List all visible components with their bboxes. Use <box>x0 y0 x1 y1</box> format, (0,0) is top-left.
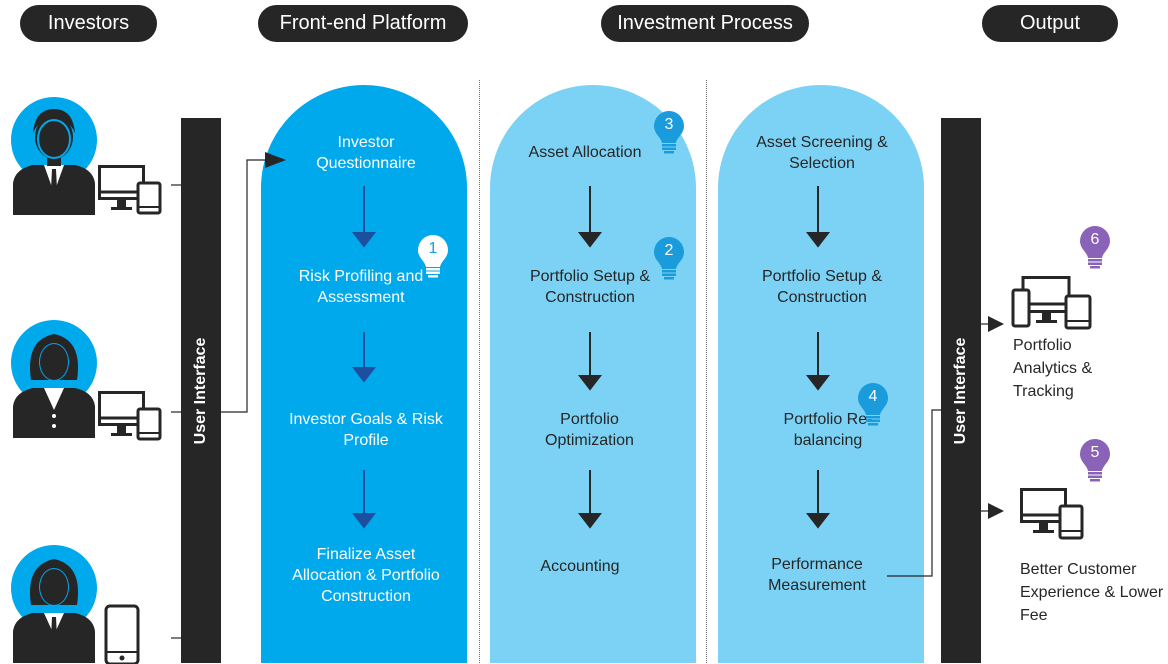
step-accounting: Accounting <box>540 558 620 575</box>
lightbulb-icon <box>1080 439 1110 482</box>
step-portfolio-rebalancing: Portfolio Re-balancing <box>783 411 873 449</box>
arrow-down <box>351 470 377 529</box>
smartphone-icon <box>104 604 140 664</box>
step-investor-questionnaire: Investor Questionnaire <box>316 134 416 172</box>
step-asset-screening: Asset Screening & Selection <box>756 134 888 172</box>
badge-number: 1 <box>428 240 438 257</box>
arrow-down <box>805 332 831 391</box>
lightbulb-icon <box>654 237 684 280</box>
step-performance-measurement: Performance Measurement <box>768 556 866 594</box>
user-interface-bar-left: User Interface <box>181 118 221 663</box>
investor-female-avatar-icon <box>11 320 97 438</box>
desktop-tablet-icon <box>1020 488 1084 540</box>
connector-line <box>887 409 941 577</box>
separator-2 <box>706 80 707 663</box>
arrow-right <box>265 152 286 168</box>
output-customer-text: Better Customer Experience & Lower Fee <box>1020 561 1164 624</box>
step-portfolio-setup-2: Portfolio Setup & Construction <box>761 268 883 306</box>
lightbulb-badge-6: 6 <box>1078 225 1112 269</box>
header-investors: Investors <box>20 5 157 42</box>
lightbulb-icon <box>418 235 448 278</box>
connector-line <box>221 159 265 413</box>
lightbulb-icon <box>654 111 684 154</box>
process-lane-2 <box>718 85 924 663</box>
step-risk-profiling: Risk Profiling and Assessment <box>298 268 424 306</box>
badge-number: 6 <box>1090 231 1100 248</box>
investor-female-avatar-icon <box>11 545 97 663</box>
arrow-down <box>351 186 377 248</box>
lightbulb-icon <box>858 383 888 426</box>
header-output: Output <box>982 5 1118 42</box>
lightbulb-badge-5: 5 <box>1078 438 1112 482</box>
arrow-down <box>577 186 603 248</box>
badge-number: 5 <box>1090 444 1100 461</box>
arrow-down <box>577 332 603 391</box>
step-finalize-allocation: Finalize Asset Allocation & Portfolio Co… <box>292 546 440 605</box>
step-portfolio-optimization: Portfolio Optimization <box>545 411 634 449</box>
arrow-right <box>988 503 1004 519</box>
arrow-right <box>988 316 1004 332</box>
separator-1 <box>479 80 480 663</box>
lightbulb-icon <box>1080 226 1110 269</box>
arrow-down <box>805 470 831 529</box>
step-asset-allocation: Asset Allocation <box>528 144 642 161</box>
lightbulb-badge-3: 3 <box>652 110 686 154</box>
user-interface-bar-right: User Interface <box>941 118 981 663</box>
desktop-tablet-icon <box>98 165 162 215</box>
arrow-down <box>577 470 603 529</box>
arrow-down <box>351 332 377 383</box>
arrow-down <box>805 186 831 248</box>
lightbulb-badge-2: 2 <box>652 236 686 280</box>
multi-device-icon <box>1011 276 1092 330</box>
lightbulb-badge-1: 1 <box>416 234 450 278</box>
investor-male-avatar-icon <box>11 97 97 215</box>
process-lane-1 <box>490 85 696 663</box>
step-investor-goals: Investor Goals & Risk Profile <box>289 411 443 449</box>
header-investment-process: Investment Process <box>601 5 809 42</box>
badge-number: 4 <box>868 388 878 405</box>
badge-number: 2 <box>664 242 674 259</box>
lightbulb-badge-4: 4 <box>856 382 890 426</box>
header-frontend-platform: Front-end Platform <box>258 5 468 42</box>
badge-number: 3 <box>664 116 674 133</box>
desktop-tablet-icon <box>98 391 162 441</box>
output-analytics-text: Portfolio Analytics & Tracking <box>1013 337 1093 400</box>
step-portfolio-setup-1: Portfolio Setup & Construction <box>529 268 651 306</box>
